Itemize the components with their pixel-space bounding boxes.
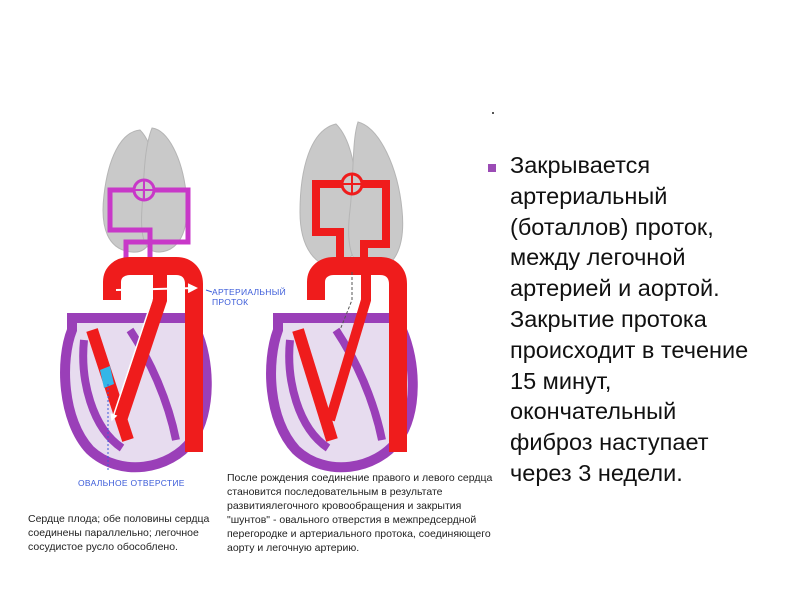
postnatal-caption: После рождения соединение правого и лево… [227,472,493,554]
postnatal-heart-diagram [266,121,418,473]
ductus-label: АРТЕРИАЛЬНЫЙ ПРОТОК [212,287,286,307]
bullet-square-icon [488,164,496,172]
fetal-foramen-ovale [100,366,114,388]
fetal-aortic-arch [103,257,203,452]
list-item: Закрывается артериальный (боталлов) прот… [488,150,788,489]
foramen-ovale-label: ОВАЛЬНОЕ ОТВЕРСТИЕ [78,478,185,488]
postnatal-aortic-arch [307,257,407,452]
fetal-caption: Сердце плода; обе половины сердца соедин… [28,513,210,553]
bullet-text: Закрывается артериальный (боталлов) прот… [510,152,749,486]
bullet-list: Закрывается артериальный (боталлов) прот… [488,150,788,489]
fetal-ductus-arteriosus [113,268,167,423]
fetal-heart-diagram [60,127,213,473]
decorative-dot [492,112,494,114]
